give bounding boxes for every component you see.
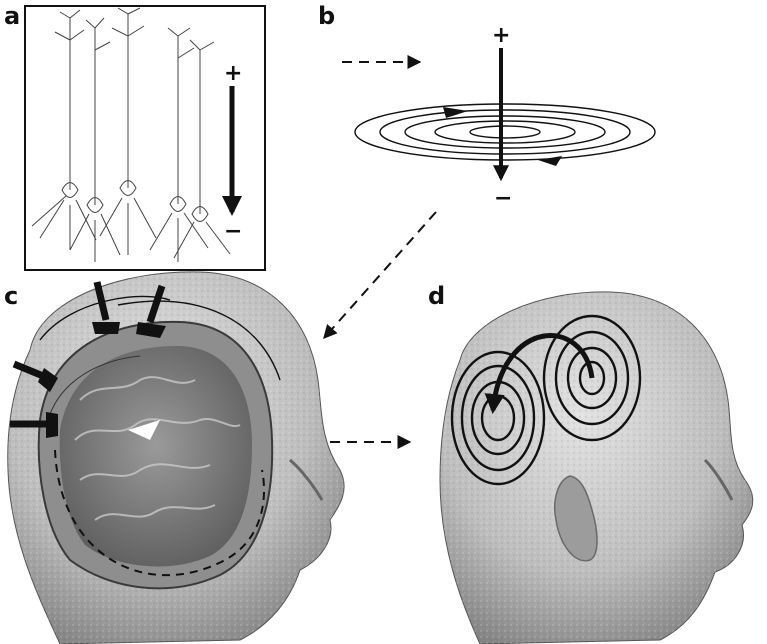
panel-b-minus: −	[494, 186, 512, 211]
panel-d: d	[428, 282, 753, 644]
panel-a: a + −	[4, 2, 265, 270]
panel-d-label: d	[428, 282, 445, 310]
dashed-arrow-icon-diagonal	[324, 212, 436, 338]
magnetic-field-loops	[355, 104, 655, 160]
head-model-c	[8, 272, 344, 644]
panel-a-plus: +	[224, 61, 242, 86]
panel-a-minus: −	[224, 219, 242, 244]
panel-c-label: c	[4, 282, 18, 310]
field-arrow-icon-left	[443, 107, 468, 118]
panel-c: c	[4, 272, 410, 644]
brain-surface	[60, 346, 252, 567]
panel-a-label: a	[4, 2, 20, 30]
panel-b: b + −	[318, 2, 655, 338]
panel-b-label: b	[318, 2, 335, 30]
field-arrow-icon-right	[538, 156, 562, 166]
panel-b-plus: +	[492, 23, 510, 48]
